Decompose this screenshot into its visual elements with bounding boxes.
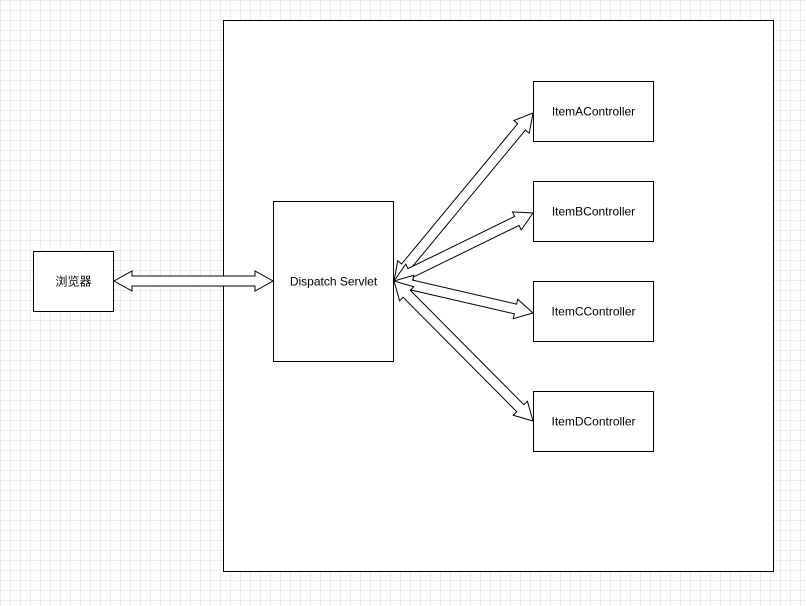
item-c-controller-box[interactable]	[533, 281, 654, 342]
item-d-controller-box[interactable]	[533, 391, 654, 452]
item-c-controller-label: ItemCController	[551, 305, 635, 319]
item-a-controller-box[interactable]	[533, 81, 654, 142]
item-a-controller-node[interactable]: ItemAController	[533, 81, 654, 142]
dispatch-item-d-connector[interactable]	[393, 280, 534, 422]
item-a-controller-label: ItemAController	[552, 105, 635, 119]
item-d-controller-label: ItemDController	[551, 415, 635, 429]
browser-box[interactable]	[33, 251, 114, 312]
item-b-controller-node[interactable]: ItemBController	[533, 181, 654, 242]
browser-dispatch-connector[interactable]	[112, 270, 275, 292]
dispatch-servlet-node[interactable]: Dispatch Servlet	[273, 201, 394, 362]
dispatch-servlet-label: Dispatch Servlet	[290, 275, 378, 289]
item-b-controller-label: ItemBController	[552, 205, 635, 219]
browser-label: 浏览器	[55, 274, 91, 289]
dispatch-servlet-box[interactable]	[273, 201, 394, 362]
browser-node[interactable]: 浏览器	[33, 251, 114, 312]
item-d-controller-node[interactable]: ItemDController	[533, 391, 654, 452]
item-c-controller-node[interactable]: ItemCController	[533, 281, 654, 342]
item-b-controller-box[interactable]	[533, 181, 654, 242]
